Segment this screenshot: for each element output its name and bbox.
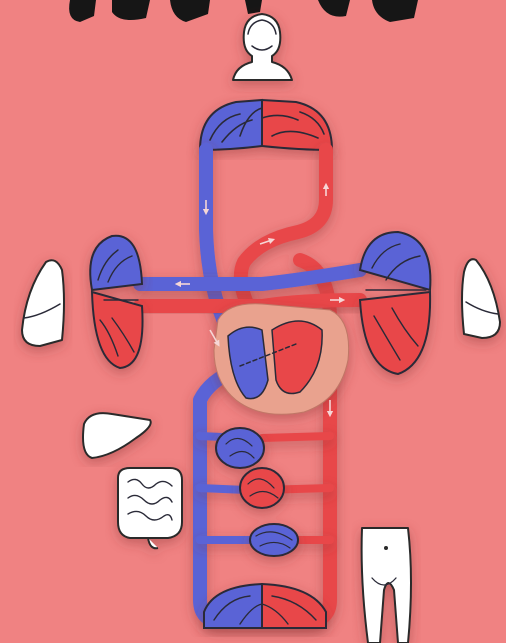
liver-capillaries [216,428,264,468]
lower-body-icon [362,528,411,643]
upper-body-capillaries [200,100,332,150]
right-lung-icon [462,259,500,338]
liver-icon [83,413,151,458]
head-icon [233,14,292,80]
title-fragment [69,0,418,22]
lower-body-capillaries [204,584,326,628]
digestive-capillaries [240,468,284,508]
intestine-icon [118,468,182,548]
heart [214,304,349,414]
kidney-capillaries [250,524,298,556]
left-lung-icon [22,260,64,346]
right-lung-capillaries [360,232,430,374]
